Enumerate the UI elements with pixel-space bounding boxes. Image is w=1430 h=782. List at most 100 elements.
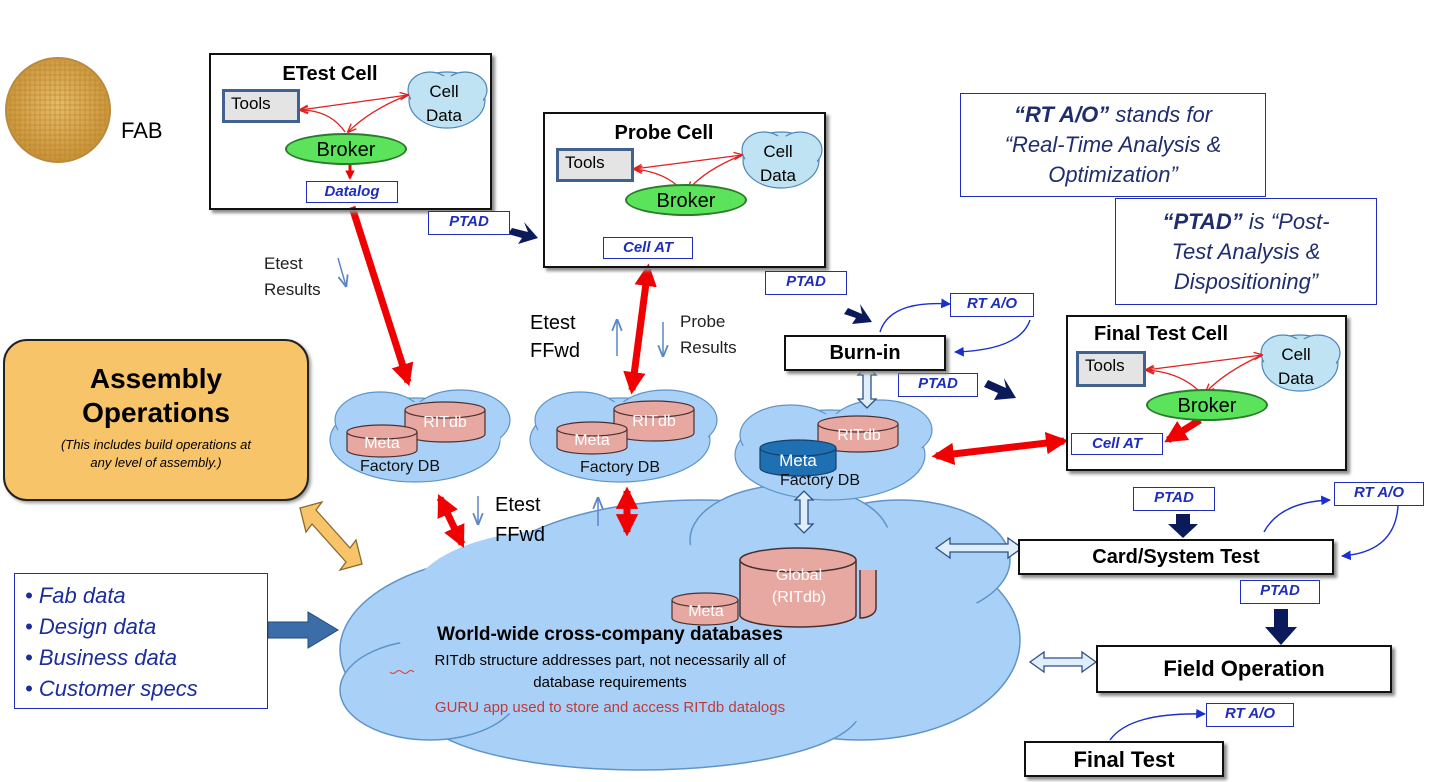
probe-cell-data-label: Cell Data [748,140,808,188]
worldwide-line1: RITdb structure addresses part, not nece… [434,652,786,669]
final-tools-box: Tools [1076,351,1146,387]
field-operation-box: Field Operation [1096,645,1392,693]
etest-datalog-tag: Datalog [306,181,398,203]
probe-results-line2: Results [680,338,737,357]
factorydb1-worldwide-arrow [436,493,466,549]
ritdb-label-3: RITdb [837,427,881,444]
rt-ao-note-line1: stands for [1115,102,1213,127]
etest-tools-box: Tools [222,89,300,123]
assembly-title-line1: Assembly [89,363,223,394]
final-test-box: Final Test [1024,741,1224,777]
etest-ffwd-top-line2: FFwd [530,340,580,362]
probe-results-label: Probe Results [680,309,737,361]
global-meta-label: Meta [688,603,724,620]
ptad-note-line3: Dispositioning” [1173,269,1319,294]
ptad-tag-card-test: PTAD [1240,580,1320,604]
global-db-label: Global (RITdb) [752,565,846,609]
ptad-to-cardtest-arrow [1168,514,1198,538]
probe-tools-box: Tools [556,148,634,182]
rt-ao-tag-final-test: RT A/O [1206,703,1294,727]
worldwide-fieldop-arrow [1028,650,1098,674]
input-item-business: • Business data [25,645,178,670]
etest-cell-data-text: Cell Data [426,82,462,125]
ritdb-cylinder-1 [404,401,486,443]
global-meta-cylinder [671,592,739,626]
input-item-fab: • Fab data [25,583,126,608]
finalcell-factorydb3-arrow [931,431,1069,466]
datalog-to-factorydb-arrow [348,205,414,387]
etest-results-label: Etest Results [264,251,321,303]
ptad-tag-etest: PTAD [428,211,510,235]
rt-ao-note-line2: “Real-Time Analysis & [1004,132,1222,157]
assembly-title-line2: Operations [82,397,230,428]
etest-cell-title: ETest Cell [282,63,378,85]
meta-cylinder-1 [346,424,418,458]
ptad-tag-probe: PTAD [765,271,847,295]
probe-to-factorydb-arrow [623,263,657,395]
burnin-factorydb3-arrow [856,365,878,409]
assembly-note-line2: any level of assembly.) [90,455,222,470]
ptad-note-line2: Test Analysis & [1171,239,1321,264]
etest-ffwd-bottom-line2: FFwd [495,524,545,546]
final-cell-at-tag: Cell AT [1071,433,1163,455]
rt-ao-definition-note: “RT A/O” stands for “Real-Time Analysis … [960,93,1266,197]
meta-cylinder-3 [759,439,837,477]
inputs-box: • Fab data • Design data • Business data… [14,573,268,709]
factorydb3-worldwide-arrow [793,490,815,534]
ptad-to-burnin-arrow [844,304,872,324]
rt-ao-tag-burnin: RT A/O [950,293,1034,317]
meta-cylinder-2 [556,421,628,455]
factory-db-label-3: Factory DB [779,472,860,489]
final-test-cell-title: Final Test Cell [1093,323,1229,345]
ptad-note-line1: is “Post- [1248,209,1330,234]
final-test-cell [1066,315,1347,471]
assembly-note-line1: (This includes build operations at [60,437,252,452]
rt-ao-note-bold: “RT A/O” [1013,102,1110,127]
etest-results-line1: Etest [264,254,303,273]
rt-ao-tag-card-test: RT A/O [1334,482,1424,506]
factory-db-label-2: Factory DB [579,459,660,476]
broker-to-cellat-final-arrow [1164,417,1202,443]
etest-broker: Broker [285,133,407,165]
ptad-to-probe-arrow [508,222,538,244]
etest-ffwd-top-line1: Etest [530,312,576,334]
final-cell-data-text: Cell Data [1278,345,1314,388]
inputs-worldwide-arrow [267,611,339,649]
ptad-tag-burnin: PTAD [898,373,978,397]
assembly-worldwide-arrow [299,500,363,572]
worldwide-title: World-wide cross-company databases [437,624,783,645]
ptad-to-fieldop-arrow [1265,609,1297,645]
worldwide-line2: database requirements [533,674,687,691]
etest-ffwd-bottom-line1: Etest [495,494,541,516]
ptad-definition-note: “PTAD” is “Post- Test Analysis & Disposi… [1115,198,1377,305]
global-db-line2: (RITdb) [771,589,827,606]
fab-wafer-icon [5,57,111,163]
meta-label-3: Meta [779,451,817,470]
ritdb-label-2: RITdb [632,413,676,430]
burn-in-box: Burn-in [784,335,946,371]
fab-label: FAB [121,118,163,143]
probe-cell-at-tag: Cell AT [603,237,693,259]
input-item-design: • Design data [25,614,157,639]
probe-broker: Broker [625,184,747,216]
meta-label-1: Meta [364,435,400,452]
input-item-customer: • Customer specs [25,676,198,701]
probe-cell-data-text: Cell Data [760,142,796,185]
etest-ffwd-label-top: Etest FFwd [530,309,580,365]
probe-cell-title: Probe Cell [614,122,714,144]
worldwide-line3: GURU app used to store and access RITdb … [434,699,786,716]
worldwide-text: World-wide cross-company databases RITdb… [350,624,870,722]
card-system-test-box: Card/System Test [1018,539,1334,575]
probe-results-line1: Probe [680,312,726,331]
ptad-tag-final-cell: PTAD [1133,487,1215,511]
factory-db-label-1: Factory DB [359,458,440,475]
etest-cell-data-label: Cell Data [414,80,474,128]
ptad-note-bold: “PTAD” [1162,209,1243,234]
ritdb-cylinder-2 [613,400,695,442]
etest-results-line2: Results [264,280,321,299]
final-broker: Broker [1146,389,1268,421]
probe-cell [543,112,826,268]
ritdb-label-1: RITdb [423,414,467,431]
meta-label-2: Meta [574,432,610,449]
